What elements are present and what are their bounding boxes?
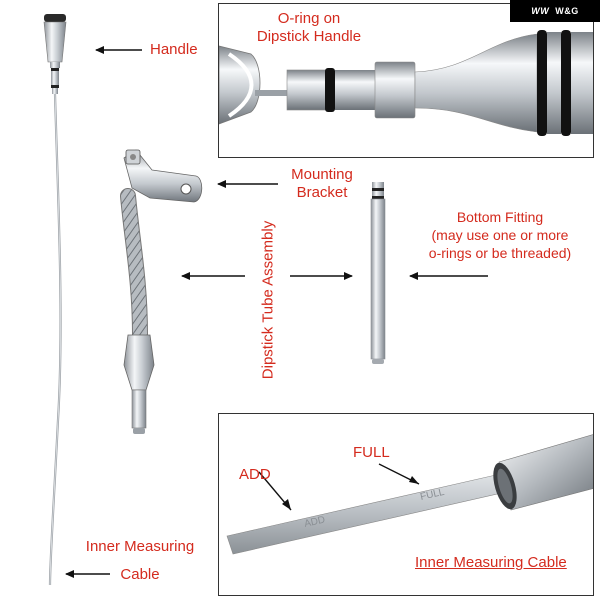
inner-measuring-label: Inner Measuring Cable	[70, 538, 210, 584]
handle-closeup-image	[219, 30, 593, 136]
handle-label: Handle	[150, 41, 198, 58]
stamp-add: ADD	[303, 515, 326, 530]
bottom-label-line2: (may use one or more	[431, 227, 569, 243]
inner-measuring-cable-caption: Inner Measuring Cable	[415, 554, 567, 571]
stamp-full: FULL	[419, 487, 446, 503]
brand-badge: WW W&G	[510, 0, 600, 22]
oring-closeup-inset: O-ring on Dipstick Handle	[218, 3, 594, 158]
oring-label: O-ring on Dipstick Handle	[229, 10, 389, 46]
oring-label-line2: Dipstick Handle	[256, 28, 362, 45]
mounting-label-line1: Mounting	[291, 166, 353, 183]
bottom-label-line3: o-rings or be threaded)	[428, 245, 572, 261]
bottom-fitting-tube	[370, 182, 386, 364]
add-label: ADD	[239, 466, 271, 483]
inner-label-line2: Cable	[120, 566, 160, 583]
measuring-cable-inset: ADD FULL ADD FULL Inner Measuring Cable	[218, 413, 594, 596]
mounting-bracket-label: Mounting Bracket	[272, 166, 372, 202]
brand-mark: WW	[531, 6, 550, 16]
full-label: FULL	[353, 444, 390, 461]
oring-label-line1: O-ring on	[277, 10, 341, 27]
cable-closeup-image: ADD FULL	[226, 434, 593, 555]
inner-label-line1: Inner Measuring	[85, 538, 195, 555]
tube-assembly-label: Dipstick Tube Assembly	[259, 220, 277, 380]
bottom-label-line1: Bottom Fitting	[456, 209, 544, 225]
dipstick-cable	[48, 93, 62, 586]
dipstick-tube-assembly	[120, 149, 203, 434]
bottom-fitting-label: Bottom Fitting (may use one or more o-ri…	[410, 208, 590, 262]
mounting-label-line2: Bracket	[296, 184, 348, 201]
dipstick-handle	[43, 14, 67, 94]
brand-text: W&G	[555, 6, 579, 16]
